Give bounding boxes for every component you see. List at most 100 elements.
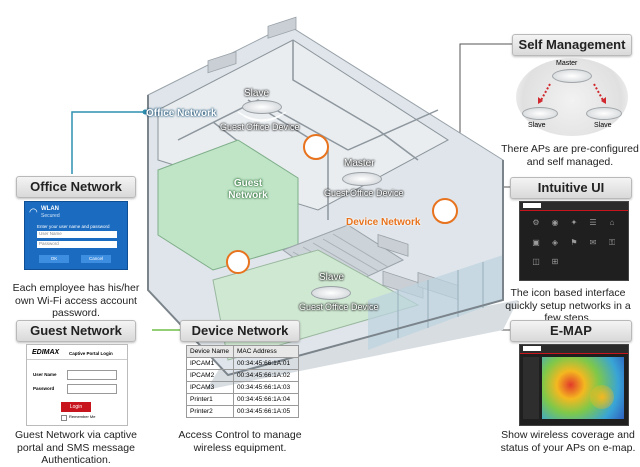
edimax-logo: [523, 203, 541, 208]
self-management-diagram: Master Slave Slave: [516, 58, 628, 136]
device-name-cell: Printer2: [186, 405, 234, 418]
edimax-logo: EDIMAX: [32, 349, 60, 356]
ap-slave-bottom-sub-guest: Guest: [299, 302, 324, 312]
app-icon[interactable]: ◉: [551, 218, 559, 227]
office-connector: [71, 111, 145, 174]
ap-slave-top-sub-device: Device: [272, 122, 300, 132]
office-login-panel: ◠ WLAN Secured Enter your user name and …: [24, 201, 128, 270]
guest-portal-panel: EDIMAX Captive Portal Login User Name Pa…: [26, 344, 128, 426]
ap-slave-top-sub-guest: Guest: [220, 122, 245, 132]
ap-disc-icon: [586, 107, 622, 120]
self-management-caption: There APs are pre-configured and self ma…: [501, 143, 639, 168]
slave-right-label: Slave: [594, 122, 612, 129]
app-grid: ⚙ ◉ ✦ ☰ ⌂ ▣ ◈ ⚑ ✉ ⚿ ◫ ⊞: [528, 218, 620, 274]
app-icon[interactable]: ◫: [532, 257, 540, 267]
ap-slave-top-sub-office: Office: [246, 122, 270, 132]
portal-login-button[interactable]: Login: [61, 402, 91, 412]
mac-cell: 00:34:45:66:1A:02: [233, 369, 299, 382]
heatmap-hotspot: [590, 385, 614, 409]
mac-cell: 00:34:45:66:1A:01: [233, 357, 299, 370]
office-network-header: Office Network: [16, 176, 136, 198]
camera-icon: [226, 250, 250, 274]
building-office-network-label: Office Network: [146, 108, 217, 119]
app-icon[interactable]: ⌂: [609, 218, 615, 227]
app-icon[interactable]: ✦: [570, 218, 578, 227]
edimax-logo: [523, 346, 541, 351]
sync-arrows-icon: [538, 83, 606, 104]
emap-caption: Show wireless coverage and status of you…: [500, 429, 636, 454]
emap-sidebar: [523, 357, 539, 419]
building-device-network-label: Device Network: [346, 217, 421, 228]
password-input[interactable]: Password: [37, 241, 117, 248]
emap-screenshot: [519, 344, 629, 426]
app-icon[interactable]: ◈: [551, 237, 559, 247]
app-icon[interactable]: ⚿: [608, 237, 616, 247]
ap-slave-bottom-title: Slave: [319, 272, 345, 283]
mac-cell: 00:34:45:66:1A:03: [233, 381, 299, 394]
portal-password-input[interactable]: [67, 384, 117, 394]
master-label: Master: [556, 60, 578, 67]
building-illustration: [147, 16, 518, 390]
ap-disc-icon: [242, 100, 282, 114]
ap-disc-icon: [311, 286, 351, 300]
remember-label: Remember Me: [69, 414, 96, 419]
intuitive-ui-caption: The icon based interface quickly setup n…: [505, 287, 631, 324]
app-icon[interactable]: ⚙: [532, 218, 540, 227]
portal-password-label: Password: [33, 386, 55, 391]
ap-disc-icon: [342, 172, 382, 186]
mac-cell: 00:34:45:66:1A:04: [233, 393, 299, 406]
device-name-cell: Printer1: [186, 393, 234, 406]
office-network-caption: Each employee has his/her own Wi-Fi acce…: [12, 282, 140, 319]
ap-disc-icon: [522, 107, 558, 120]
intuitive-ui-screenshot: ⚙ ◉ ✦ ☰ ⌂ ▣ ◈ ⚑ ✉ ⚿ ◫ ⊞: [519, 201, 629, 281]
app-icon[interactable]: ⚑: [570, 237, 578, 247]
login-prompt: Enter your user name and password: [37, 224, 110, 229]
ap-disc-icon: [552, 69, 592, 83]
ap-slave-bottom-sub-device: Device: [351, 302, 379, 312]
device-name-cell: IPCAM3: [186, 381, 234, 394]
user-name-input[interactable]: User Name: [37, 231, 117, 238]
ap-master-title: Master: [344, 158, 375, 169]
app-icon[interactable]: ▣: [532, 237, 540, 247]
ap-master-sub-office: Office: [350, 188, 374, 198]
remember-checkbox[interactable]: [61, 415, 67, 421]
device-network-caption: Access Control to manage wireless equipm…: [178, 429, 302, 454]
signal-waves-icon: [237, 111, 287, 122]
building-guest-network-label: Guest Network: [228, 178, 268, 201]
device-name-cell: IPCAM1: [186, 357, 234, 370]
slave-left-label: Slave: [528, 122, 546, 129]
guest-network-header: Guest Network: [16, 320, 136, 342]
portal-title: Captive Portal Login: [69, 351, 113, 356]
heatmap: [542, 357, 624, 419]
column-header: MAC Address: [233, 345, 299, 358]
login-title: WLAN: [41, 206, 59, 212]
wifi-icon: ◠: [29, 207, 38, 218]
ap-master-sub-device: Device: [376, 188, 404, 198]
self-management-header: Self Management: [512, 34, 632, 56]
portal-user-label: User Name: [33, 372, 57, 377]
device-name-cell: IPCAM2: [186, 369, 234, 382]
camera-icon: [432, 198, 458, 224]
ap-master-sub-guest: Guest: [324, 188, 349, 198]
intuitive-ui-header: Intuitive UI: [510, 177, 632, 199]
ap-slave-bottom-sub-office: Office: [325, 302, 349, 312]
ap-slave-top-title: Slave: [244, 88, 270, 99]
portal-user-input[interactable]: [67, 370, 117, 380]
app-icon[interactable]: ☰: [589, 218, 597, 227]
cancel-button[interactable]: Cancel: [81, 255, 111, 263]
app-icon[interactable]: ✉: [589, 237, 597, 247]
login-subtitle: Secured: [41, 213, 60, 219]
mac-cell: 00:34:45:66:1A:05: [233, 405, 299, 418]
emap-header: E-MAP: [510, 320, 632, 342]
app-icon[interactable]: ⊞: [551, 257, 559, 267]
office-connector-dot: [142, 109, 148, 115]
device-network-header: Device Network: [180, 320, 300, 342]
ok-button[interactable]: OK: [39, 255, 69, 263]
